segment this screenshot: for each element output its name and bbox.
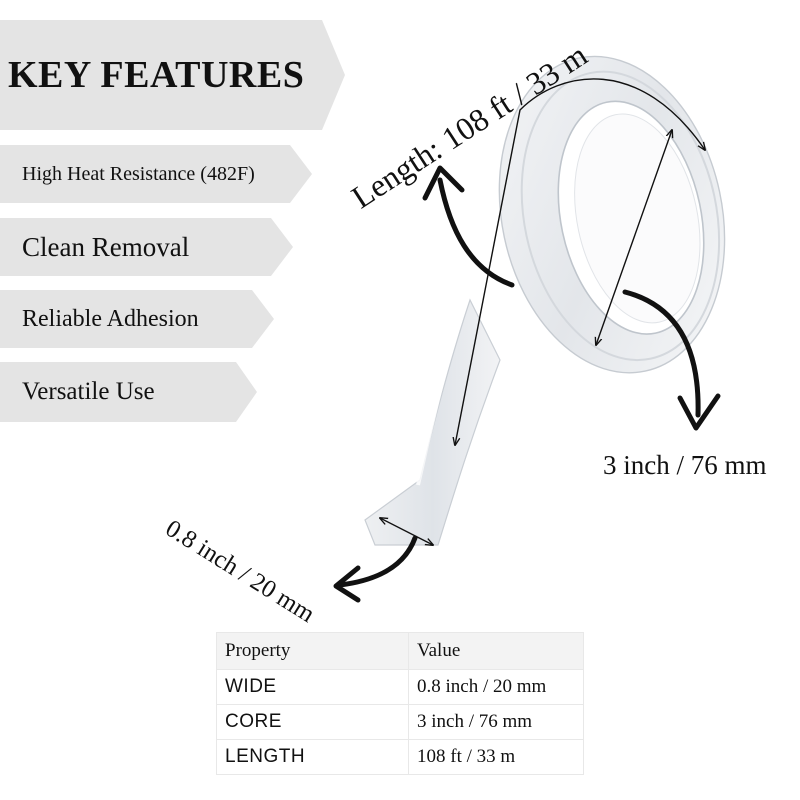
row-value: 0.8 inch / 20 mm [408,669,584,705]
feature-label: High Heat Resistance (482F) [22,162,255,185]
row-value: 108 ft / 33 m [408,739,584,775]
table-row: CORE 3 inch / 76 mm [216,704,584,740]
header-property: Property [216,632,409,670]
table-row: WIDE 0.8 inch / 20 mm [216,669,584,705]
width-dimension-line [380,518,433,545]
feature-banner-versatile-use: Versatile Use [0,362,257,422]
row-property: WIDE [216,669,409,705]
key-features-banner: KEY FEATURES [0,20,345,130]
core-dimension-line [596,130,672,345]
table-row: LENGTH 108 ft / 33 m [216,739,584,775]
core-dimension-label: 3 inch / 76 mm [603,450,767,480]
length-pointer-arrow [437,177,515,288]
width-pointer-arrow [337,535,418,588]
length-dimension-line [455,78,705,445]
core-pointer-arrow [622,289,701,418]
feature-banner-heat-resistance: High Heat Resistance (482F) [0,145,312,203]
feature-label: Clean Removal [22,231,190,262]
row-value: 3 inch / 76 mm [408,704,584,740]
feature-banner-reliable-adhesion: Reliable Adhesion [0,290,274,348]
feature-banner-clean-removal: Clean Removal [0,218,293,276]
feature-label: Versatile Use [22,378,155,405]
feature-label: Reliable Adhesion [22,305,199,332]
row-property: LENGTH [216,739,409,775]
spec-table-header-row: Property Value [216,632,584,670]
key-features-title: KEY FEATURES [8,54,305,96]
header-value: Value [408,632,584,670]
row-property: CORE [216,704,409,740]
spec-table: Property Value WIDE 0.8 inch / 20 mm COR… [216,632,584,775]
